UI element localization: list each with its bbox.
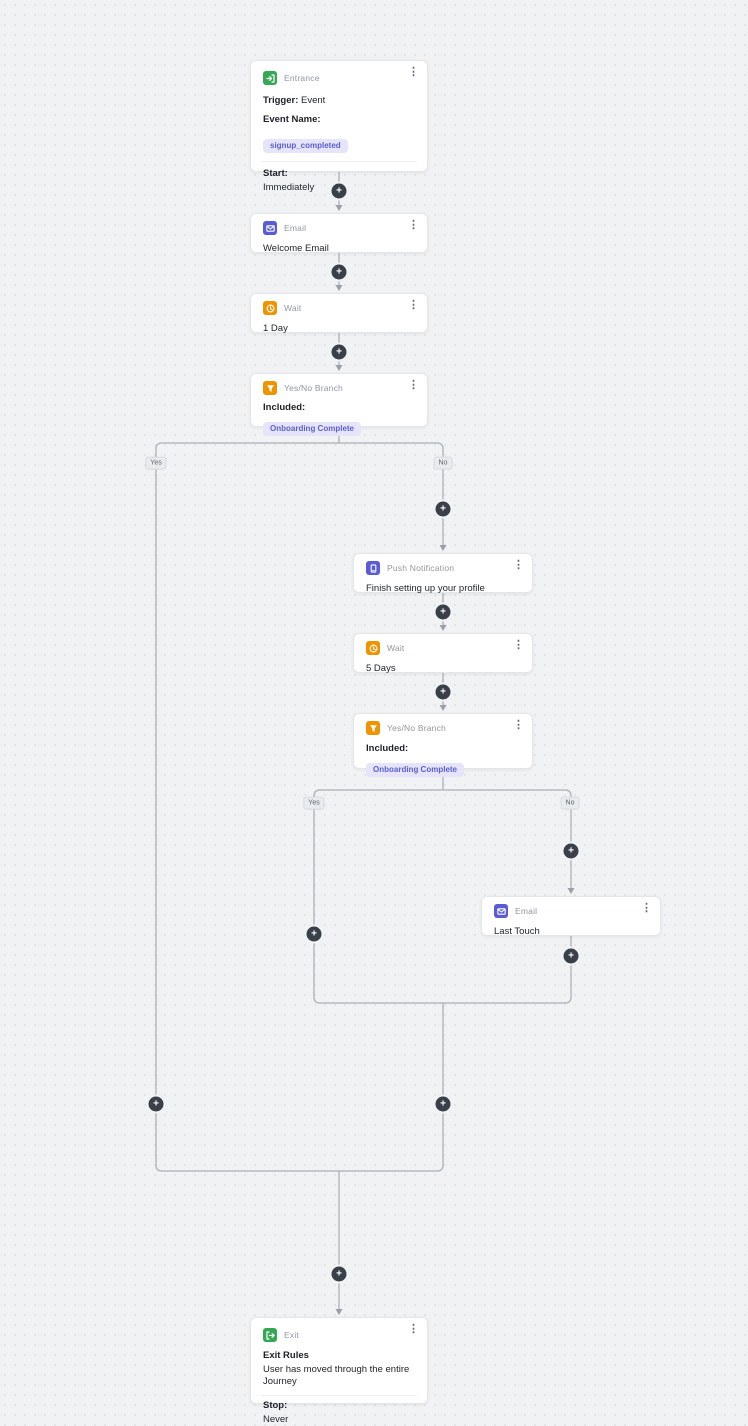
node-header: Email: [263, 221, 415, 235]
trigger-label: Trigger:: [263, 95, 299, 106]
divider: [261, 160, 417, 162]
add-step-button[interactable]: +: [148, 1096, 164, 1112]
node-type-label: Entrance: [284, 73, 320, 83]
branch-funnel-icon: [263, 381, 277, 395]
node-branch-1[interactable]: ⋮ Yes/No Branch Included: Onboarding Com…: [250, 373, 428, 436]
kebab-menu-icon[interactable]: ⋮: [404, 218, 423, 233]
email-icon: [494, 904, 508, 918]
kebab-menu-icon[interactable]: ⋮: [509, 718, 528, 733]
add-step-button[interactable]: +: [331, 1266, 347, 1282]
node-header: Push Notification: [366, 561, 520, 575]
branch-yes-badge: Yes: [303, 796, 325, 810]
add-step-button[interactable]: +: [306, 926, 322, 942]
node-body-text: Last Touch: [494, 926, 540, 937]
add-step-button[interactable]: +: [435, 501, 451, 517]
node-type-label: Wait: [284, 303, 302, 313]
branch-no-badge: No: [560, 796, 580, 810]
node-header: Yes/No Branch: [366, 721, 520, 735]
add-step-button[interactable]: +: [331, 183, 347, 199]
add-step-button[interactable]: +: [563, 843, 579, 859]
exit-rules-label: Exit Rules: [263, 1350, 309, 1361]
divider: [261, 1394, 417, 1396]
node-header: Yes/No Branch: [263, 381, 415, 395]
node-header: Wait: [263, 301, 415, 315]
node-entrance[interactable]: ⋮ Entrance Trigger: Event Event Name: si…: [250, 60, 428, 193]
node-email-welcome[interactable]: ⋮ Email Welcome Email: [250, 213, 428, 254]
included-label: Included:: [263, 402, 306, 413]
node-email-last-touch[interactable]: ⋮ Email Last Touch: [481, 896, 661, 937]
kebab-menu-icon[interactable]: ⋮: [404, 65, 423, 80]
node-push-notification[interactable]: ⋮ Push Notification Finish setting up yo…: [353, 553, 533, 594]
email-icon: [263, 221, 277, 235]
kebab-menu-icon[interactable]: ⋮: [509, 638, 528, 653]
node-header: Entrance: [263, 71, 415, 85]
trigger-line: Trigger: Event: [263, 95, 415, 107]
exit-rules-value: User has moved through the entire Journe…: [263, 1363, 410, 1387]
entrance-icon: [263, 71, 277, 85]
node-exit[interactable]: ⋮ Exit Exit Rules User has moved through…: [250, 1317, 428, 1425]
push-notification-icon: [366, 561, 380, 575]
node-type-label: Yes/No Branch: [284, 383, 343, 393]
node-type-label: Yes/No Branch: [387, 723, 446, 733]
add-step-button[interactable]: +: [563, 948, 579, 964]
node-body-text: 1 Day: [263, 323, 288, 334]
branch-no-badge: No: [433, 456, 453, 470]
node-body-text: Finish setting up your profile: [366, 583, 485, 594]
segment-tag: Onboarding Complete: [366, 762, 464, 777]
wait-clock-icon: [366, 641, 380, 655]
node-body-text: 5 Days: [366, 663, 396, 674]
kebab-menu-icon[interactable]: ⋮: [509, 558, 528, 573]
kebab-menu-icon[interactable]: ⋮: [404, 1322, 423, 1337]
node-branch-2[interactable]: ⋮ Yes/No Branch Included: Onboarding Com…: [353, 713, 533, 777]
branch-funnel-icon: [366, 721, 380, 735]
node-header: Wait: [366, 641, 520, 655]
start-value: Immediately: [263, 181, 315, 193]
kebab-menu-icon[interactable]: ⋮: [404, 298, 423, 313]
included-label: Included:: [366, 743, 409, 754]
node-type-label: Email: [284, 223, 307, 233]
kebab-menu-icon[interactable]: ⋮: [637, 901, 656, 916]
exit-icon: [263, 1328, 277, 1342]
branch-yes-badge: Yes: [145, 456, 167, 470]
start-label: Start:: [263, 167, 288, 179]
add-step-button[interactable]: +: [435, 684, 451, 700]
event-tag: signup_completed: [263, 138, 348, 153]
node-wait-1day[interactable]: ⋮ Wait 1 Day: [250, 293, 428, 334]
node-header: Exit: [263, 1328, 415, 1342]
add-step-button[interactable]: +: [435, 604, 451, 620]
node-body-text: Welcome Email: [263, 243, 329, 254]
stop-label: Stop:: [263, 1399, 288, 1411]
trigger-value: Event: [301, 95, 326, 106]
event-name-label: Event Name:: [263, 113, 321, 125]
add-step-button[interactable]: +: [331, 264, 347, 280]
wait-clock-icon: [263, 301, 277, 315]
stop-value: Never: [263, 1413, 289, 1425]
add-step-button[interactable]: +: [331, 344, 347, 360]
node-wait-5days[interactable]: ⋮ Wait 5 Days: [353, 633, 533, 674]
kebab-menu-icon[interactable]: ⋮: [404, 378, 423, 393]
node-type-label: Exit: [284, 1330, 299, 1340]
segment-tag: Onboarding Complete: [263, 421, 361, 436]
node-header: Email: [494, 904, 648, 918]
add-step-button[interactable]: +: [435, 1096, 451, 1112]
node-type-label: Email: [515, 906, 538, 916]
node-type-label: Wait: [387, 643, 405, 653]
node-type-label: Push Notification: [387, 563, 455, 573]
